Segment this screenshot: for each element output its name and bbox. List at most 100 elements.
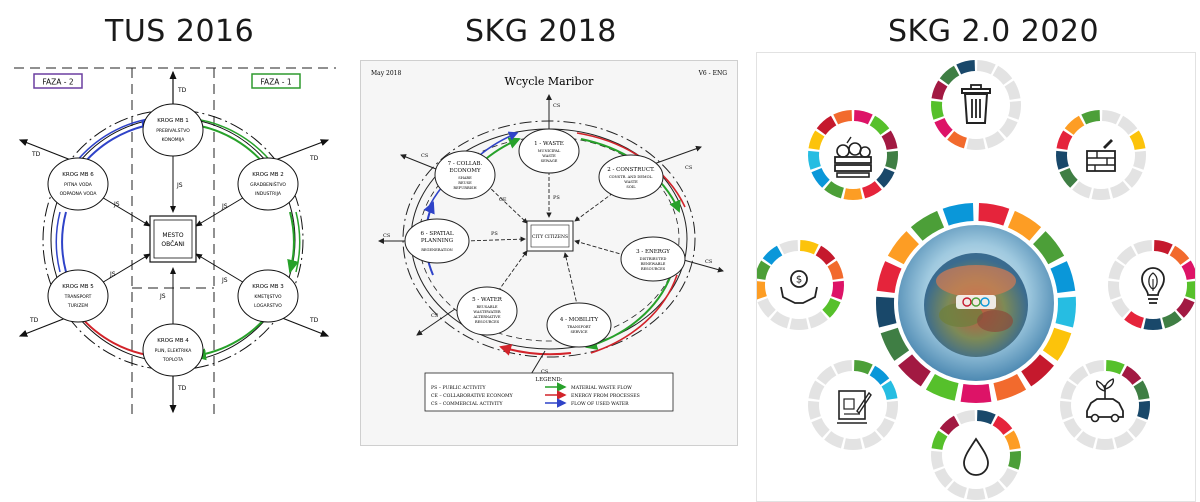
ring-segment [1117,115,1138,135]
construction-ring [1056,110,1146,200]
tus-node-2-title: KROG MB 2 [252,172,284,178]
tus-node-3-title: KROG MB 3 [252,284,284,290]
water-ring [931,410,1021,501]
skg-2018-diagram: May 2018 V6 - ENG Wcycle Maribor CS CS C… [360,60,738,446]
ring-segment [1068,365,1089,385]
ring-segment [1021,354,1054,387]
ring-segment [1008,450,1021,470]
tus-node-4: KROG MB 4 PLIN, ELEKTRIKA TOPLOTA [142,323,204,377]
phase-1-label: FAZA - 1 [260,78,291,87]
ring-segment [1081,110,1100,125]
ring-segment [808,150,821,170]
ring-segment [1007,210,1042,241]
ring-segment [876,296,897,328]
ring-segment [1095,438,1115,450]
skg-node-energy-l3: RESOURCES [641,267,666,271]
tus-node-2: KROG MB 2 GRADBENIŠTVO INDUSTRIJA [237,157,299,211]
ring-segment [1108,260,1125,280]
ring-segment [880,327,910,361]
food-ring [808,110,898,200]
skg-node-water-l1: REUSABLE [476,305,497,309]
skg-ce-tag: CE [499,197,507,203]
ring-segment [942,203,974,226]
skg-node-energy-title: 3 - ENERGY [636,249,670,255]
ring-segment [789,318,809,330]
trash-icon [961,84,991,124]
ring-segment [925,373,959,401]
skg-2-2020-heading: SKG 2.0 2020 [888,14,1100,49]
ring-segment [831,280,844,300]
ring-segment [993,373,1027,401]
skg-node-collab-l4: REFURBISH [453,186,476,190]
ring-segment [869,115,890,135]
td-label-right-top: TD [309,155,319,162]
ring-segment [1060,380,1077,400]
skg-center-label: CITY CITIZENS [532,234,568,240]
skg-node-mobility: 4 - MOBILITY TRANSPORT SERVICE [546,302,612,348]
ring-segment [1076,431,1096,449]
skg-node-waste-l1: MUNICIPAL [538,149,561,153]
ring-segment [1137,400,1150,420]
skg-node-spatial-l2: REGENERATION [421,248,453,252]
skg-node-water-title: 5 - WATER [472,297,503,303]
tus-node-1-line2: KONOMIJA [162,137,186,143]
tus-2016-diagram: FAZA - 2 FAZA - 1 TD TD TD TD TD TD JS [10,62,340,420]
ring-segment [881,380,898,400]
ring-segment [1185,281,1195,300]
ring-segment [1124,311,1144,329]
ring-segment [992,65,1013,85]
ring-segment [1121,365,1142,385]
skg-ps-tag-top: PS [553,195,560,201]
planning-ring [808,360,898,450]
ring-segment [876,418,895,438]
ring-segment [1063,418,1082,438]
phase-2-label: FAZA - 2 [42,78,73,87]
skg-node-collab-title: 7 - COLLAB. [448,161,483,167]
td-label-left-top: TD [31,151,41,158]
ring-segment [934,468,953,488]
skg-node-collab: 7 - COLLAB. ECONOMY SHARE REUSE REFURBIS… [434,150,496,200]
tus-node-3: KROG MB 3 KMETIJSTVO LOGARSTVO [237,269,299,323]
js-label-top: JS [176,182,183,189]
ring-segment [762,245,783,265]
center-citizens-label: OBČANI [161,241,185,248]
tus-node-6-line1: PITNA VODA [64,182,93,188]
skg-legend-collab: CE – COLLABORATIVE ECONOMY [431,393,514,399]
skg-node-construct-l3: SOIL [626,185,636,189]
ring-segment [931,80,948,100]
ring-segment [947,481,967,499]
ring-segment [815,245,836,265]
ring-segment [978,203,1010,226]
ring-segment [881,130,898,150]
tus-node-4-title: KROG MB 4 [157,338,189,344]
js-label-right-top: JS [221,203,228,210]
ring-segment [1176,298,1195,318]
ring-segment [1116,245,1137,265]
skg-node-waste-title: 1 - WASTE [534,141,564,147]
ring-segment [779,240,798,255]
tus-node-4-line2: TOPLOTA [162,357,184,363]
ring-segment [757,260,771,280]
td-label-top: TD [177,87,187,94]
skg-legend-public: PS – PUBLIC ACTIVITY [431,385,486,391]
ring-segment [1111,298,1130,318]
ring-segment [1004,80,1021,100]
ring-segment [1042,327,1072,361]
ring-segment [1050,261,1076,293]
skg-legend: LEGEND: PS – PUBLIC ACTIVITY CE – COLLAB… [424,372,674,412]
ring-segment [885,150,898,170]
ring-segment [1102,110,1121,125]
ring-segment [1091,188,1111,200]
ring-segment [1072,181,1092,199]
ring-segment [1154,240,1173,255]
tus-node-3-line1: KMETIJSTVO [254,294,282,300]
tus-node-6-line2: ODPADNA VODA [60,191,98,197]
ring-segment [843,438,863,450]
ring-segment [869,365,890,385]
ring-segment [824,181,844,199]
car-plant-icon [1086,378,1124,423]
tus-node-2-line2: INDUSTRIJA [255,191,282,197]
ring-segment [947,131,967,149]
ring-segment [1033,231,1065,265]
ring-segment [816,115,837,135]
